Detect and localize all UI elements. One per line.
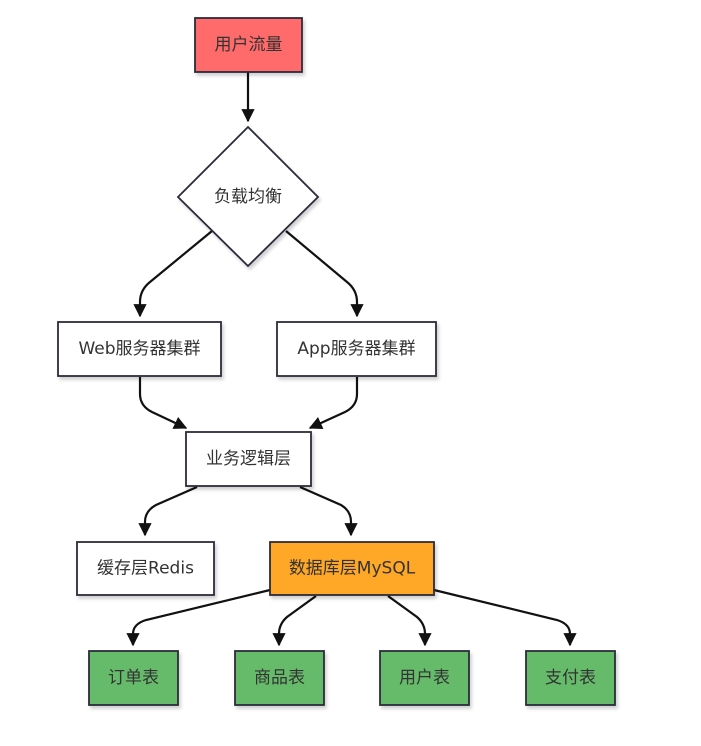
node-payments-table-label: 支付表 — [545, 668, 596, 688]
node-load-balancer-label: 负载均衡 — [214, 187, 282, 207]
node-users-table-box — [379, 650, 470, 706]
node-products-table-box — [234, 650, 325, 706]
node-database-mysql-box — [269, 541, 435, 596]
node-load-balancer-diamond — [176, 125, 320, 268]
node-orders-table-box — [88, 650, 179, 706]
edge-db-orders — [126, 588, 271, 647]
node-users-table-label: 用户表 — [399, 668, 450, 688]
node-user-traffic-box — [194, 17, 303, 73]
edge-db-products — [272, 595, 317, 647]
node-load-balancer: 负载均衡 — [176, 125, 320, 268]
node-payments-table-box — [525, 650, 616, 706]
node-business-logic: 业务逻辑层 — [185, 431, 312, 487]
edge-biz-db — [299, 485, 358, 537]
node-products-table-label: 商品表 — [254, 668, 305, 688]
node-web-cluster-label: Web服务器集群 — [78, 339, 200, 359]
node-web-cluster: Web服务器集群 — [57, 321, 222, 377]
node-database-mysql-label: 数据库层MySQL — [289, 559, 416, 579]
edge-lb-web — [133, 230, 213, 318]
edges-layer — [126, 72, 577, 647]
node-database-mysql: 数据库层MySQL — [269, 541, 435, 596]
node-products-table: 商品表 — [234, 650, 325, 706]
node-orders-table: 订单表 — [88, 650, 179, 706]
edge-web-biz — [138, 377, 188, 429]
edge-lb-app — [285, 230, 364, 318]
node-users-table: 用户表 — [379, 650, 470, 706]
node-business-logic-box — [185, 431, 312, 487]
node-cache-redis: 缓存层Redis — [76, 541, 215, 596]
nodes-layer: 用户流量 负载均衡 Web服务器集群 App服务器集群 业务逻辑层 缓存层Red… — [57, 17, 616, 706]
node-business-logic-label: 业务逻辑层 — [206, 449, 291, 469]
node-orders-table-label: 订单表 — [108, 668, 159, 688]
node-payments-table: 支付表 — [525, 650, 616, 706]
edge-db-payments — [433, 588, 577, 647]
node-web-cluster-box — [57, 321, 222, 377]
node-user-traffic: 用户流量 — [194, 17, 303, 73]
node-cache-redis-box — [76, 541, 215, 596]
node-cache-redis-label: 缓存层Redis — [97, 559, 194, 579]
edge-biz-cache — [138, 485, 198, 537]
edge-db-users — [387, 595, 432, 647]
node-app-cluster-box — [276, 321, 437, 377]
node-user-traffic-label: 用户流量 — [215, 35, 283, 55]
node-app-cluster: App服务器集群 — [276, 321, 437, 377]
edge-app-biz — [308, 377, 359, 430]
node-app-cluster-label: App服务器集群 — [297, 339, 415, 359]
